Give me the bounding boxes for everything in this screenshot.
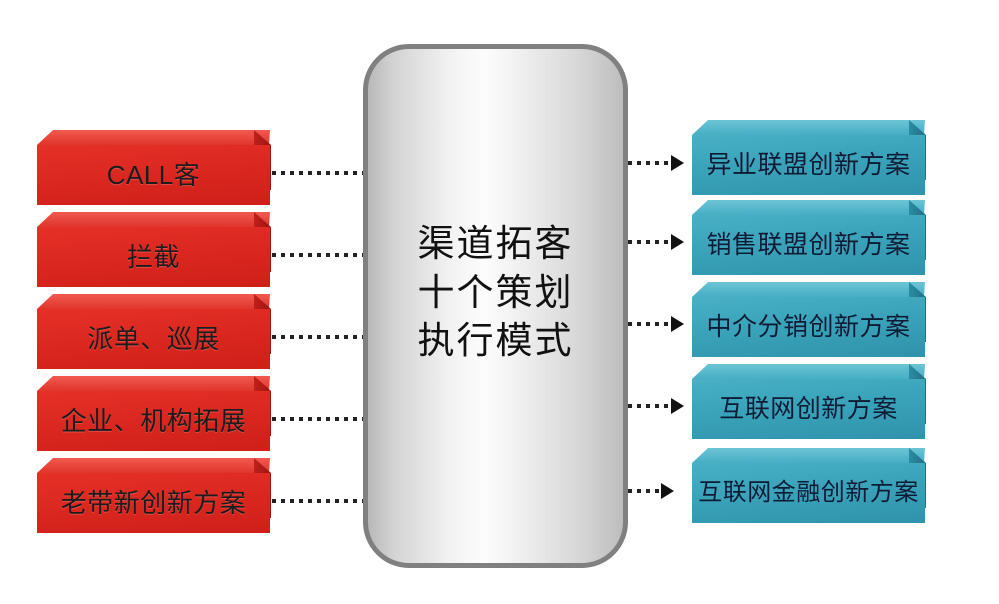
right-box-5[interactable]: 互联网金融创新方案 [692,448,926,523]
left-box-label-2: 拦截 [126,242,180,272]
right-connector-5 [628,489,665,493]
box-front-face: 派单、巡展 [37,309,270,369]
box-front-face: 互联网金融创新方案 [692,463,925,523]
box-top-face [37,212,270,227]
right-connector-4 [628,404,675,408]
box-front-face: 异业联盟创新方案 [692,135,925,195]
box-front-face: 销售联盟创新方案 [692,215,925,275]
left-connector-1 [272,171,364,175]
left-box-1[interactable]: CALL客 [37,130,271,205]
left-box-label-4: 企业、机构拓展 [60,406,247,436]
box-front-face: 老带新创新方案 [37,473,270,533]
box-top-face [37,130,270,145]
left-box-label-3: 派单、巡展 [87,324,220,354]
box-top-face [692,364,925,379]
box-front-face: 互联网创新方案 [692,379,925,439]
box-top-face [692,120,925,135]
box-front-face: 拦截 [37,227,270,287]
left-box-label-1: CALL客 [106,160,201,190]
center-panel[interactable]: 渠道拓客 十个策划 执行模式 [363,44,628,568]
center-line-1: 渠道拓客 [417,222,574,264]
left-box-label-5: 老带新创新方案 [60,488,247,518]
box-top-face [37,294,270,309]
left-connector-2 [272,253,364,257]
right-box-label-3: 中介分销创新方案 [706,312,911,341]
right-connector-2 [628,240,675,244]
right-arrowhead-3 [671,316,684,332]
right-box-1[interactable]: 异业联盟创新方案 [692,120,926,195]
left-connector-5 [272,499,364,503]
center-line-3: 执行模式 [417,320,574,362]
right-arrowhead-4 [671,398,684,414]
box-front-face: 企业、机构拓展 [37,391,270,451]
right-connector-3 [628,322,675,326]
right-box-label-4: 互联网创新方案 [719,394,898,423]
left-box-5[interactable]: 老带新创新方案 [37,458,271,533]
left-connector-4 [272,417,364,421]
left-box-2[interactable]: 拦截 [37,212,271,287]
center-panel-text: 渠道拓客 十个策划 执行模式 [418,220,574,392]
box-front-face: 中介分销创新方案 [692,297,925,357]
box-top-face [692,448,925,463]
center-line-2: 十个策划 [417,271,574,313]
box-top-face [37,458,270,473]
right-box-3[interactable]: 中介分销创新方案 [692,282,926,357]
right-connector-1 [628,161,675,165]
right-arrowhead-5 [661,483,674,499]
right-arrowhead-2 [671,234,684,250]
right-box-label-5: 互联网金融创新方案 [698,479,919,506]
right-box-label-2: 销售联盟创新方案 [706,230,911,259]
box-top-face [37,376,270,391]
right-arrowhead-1 [671,155,684,171]
box-top-face [692,282,925,297]
left-box-4[interactable]: 企业、机构拓展 [37,376,271,451]
right-box-label-1: 异业联盟创新方案 [706,150,911,179]
left-connector-3 [272,335,364,339]
right-box-2[interactable]: 销售联盟创新方案 [692,200,926,275]
left-box-3[interactable]: 派单、巡展 [37,294,271,369]
right-box-4[interactable]: 互联网创新方案 [692,364,926,439]
box-top-face [692,200,925,215]
box-front-face: CALL客 [37,145,270,205]
